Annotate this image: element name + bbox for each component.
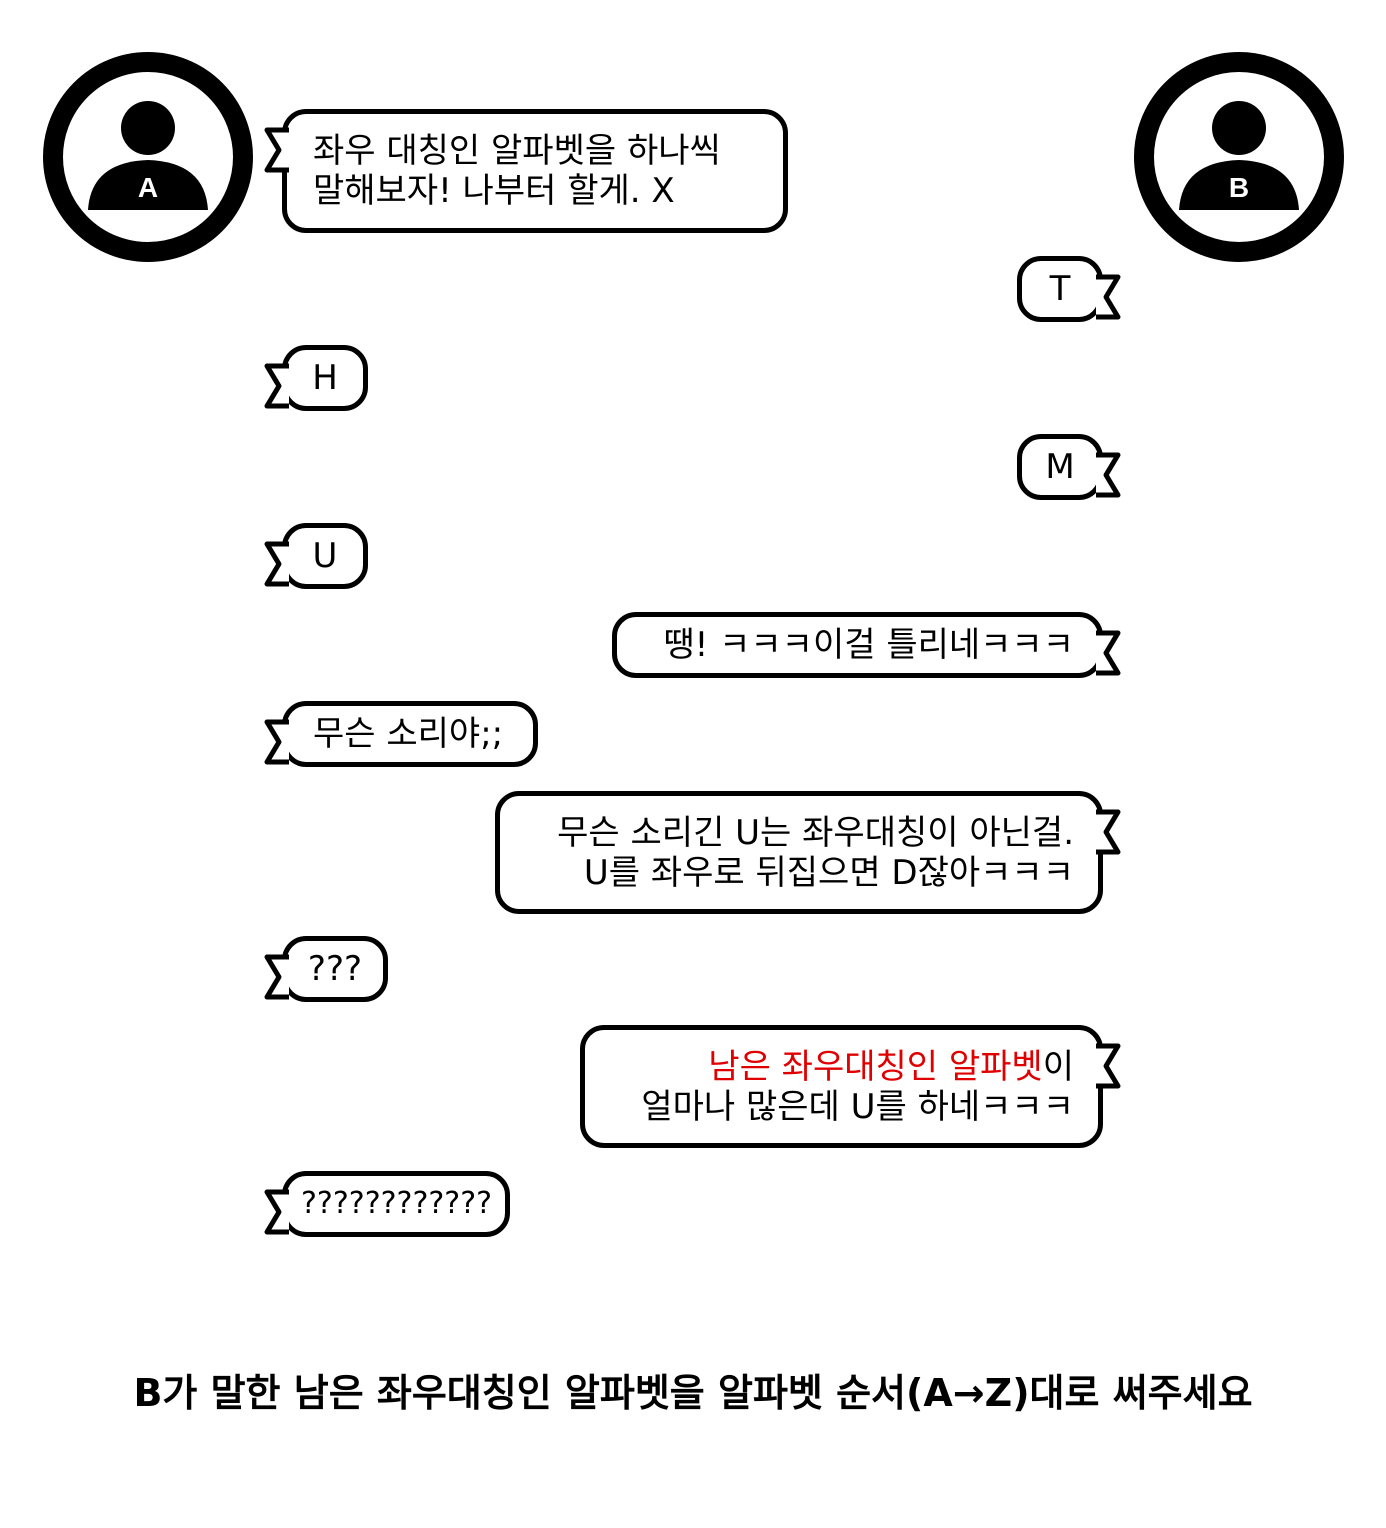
message-text: M xyxy=(1045,447,1075,487)
message-text: 말해보자! 나부터 할게. X xyxy=(313,171,675,211)
bubble-tail xyxy=(1096,452,1121,498)
message-text: 무슨 소리긴 U는 좌우대칭이 아닌걸. xyxy=(557,812,1074,853)
message-bubble-a: ??? xyxy=(264,936,388,1002)
bubble-tail xyxy=(1096,630,1121,676)
message-bubble-b: 남은 좌우대칭인 알파벳이 얼마나 많은데 U를 하네ㅋㅋㅋ xyxy=(580,1025,1121,1148)
message-bubble-b: 땡! ㅋㅋㅋ이걸 틀리네ㅋㅋㅋ xyxy=(612,612,1121,678)
message-bubble-a: ???????????? xyxy=(264,1171,510,1237)
avatar-a: A xyxy=(43,52,253,262)
message-text-rest: 이 xyxy=(1042,1046,1074,1087)
message-text: ??? xyxy=(307,949,363,989)
message-bubble-b: T xyxy=(1017,256,1121,322)
question-prompt: B가 말한 남은 좌우대칭인 알파벳을 알파벳 순서(A→Z)대로 써주세요 xyxy=(133,1371,1253,1415)
message-text: 남은 좌우대칭인 알파벳이 xyxy=(605,1047,1074,1087)
bubble-tail xyxy=(1096,274,1121,320)
message-text: U xyxy=(312,536,338,576)
bubble-tail xyxy=(264,1189,289,1235)
avatar-a-letter: A xyxy=(138,172,158,203)
avatar-b: B xyxy=(1134,52,1344,262)
message-bubble-b: M xyxy=(1017,434,1121,500)
message-text: 땡! ㅋㅋㅋ이걸 틀리네ㅋㅋㅋ xyxy=(663,625,1074,665)
bubble-tail xyxy=(264,363,289,409)
message-text: 얼마나 많은데 U를 하네ㅋㅋㅋ xyxy=(641,1086,1074,1127)
message-text: ???????????? xyxy=(301,1186,493,1221)
avatar-b-letter: B xyxy=(1229,172,1249,203)
bubble-tail xyxy=(264,127,289,173)
message-text: U를 좌우로 뒤집으면 D잖아ㅋㅋㅋ xyxy=(583,852,1074,893)
message-bubble-a: 좌우 대칭인 알파벳을 하나씩 말해보자! 나부터 할게. X xyxy=(264,109,788,233)
bubble-tail xyxy=(264,954,289,1000)
person-icon-b: B xyxy=(1134,52,1344,262)
message-text: H xyxy=(312,358,338,398)
message-bubble-b: 무슨 소리긴 U는 좌우대칭이 아닌걸. U를 좌우로 뒤집으면 D잖아ㅋㅋㅋ xyxy=(495,791,1121,914)
message-bubble-a: U xyxy=(264,523,368,589)
bubble-tail xyxy=(264,541,289,587)
bubble-tail xyxy=(264,719,289,765)
message-text: 좌우 대칭인 알파벳을 하나씩 xyxy=(313,131,721,171)
bubble-tail xyxy=(1096,1043,1121,1089)
message-bubble-a: H xyxy=(264,345,368,411)
message-bubble-a: 무슨 소리야;; xyxy=(264,701,538,767)
person-icon-a: A xyxy=(43,52,253,262)
highlighted-text: 남은 좌우대칭인 알파벳 xyxy=(708,1046,1043,1087)
bubble-tail xyxy=(1096,809,1121,855)
message-text: T xyxy=(1049,269,1071,309)
message-text: 무슨 소리야;; xyxy=(313,714,504,754)
